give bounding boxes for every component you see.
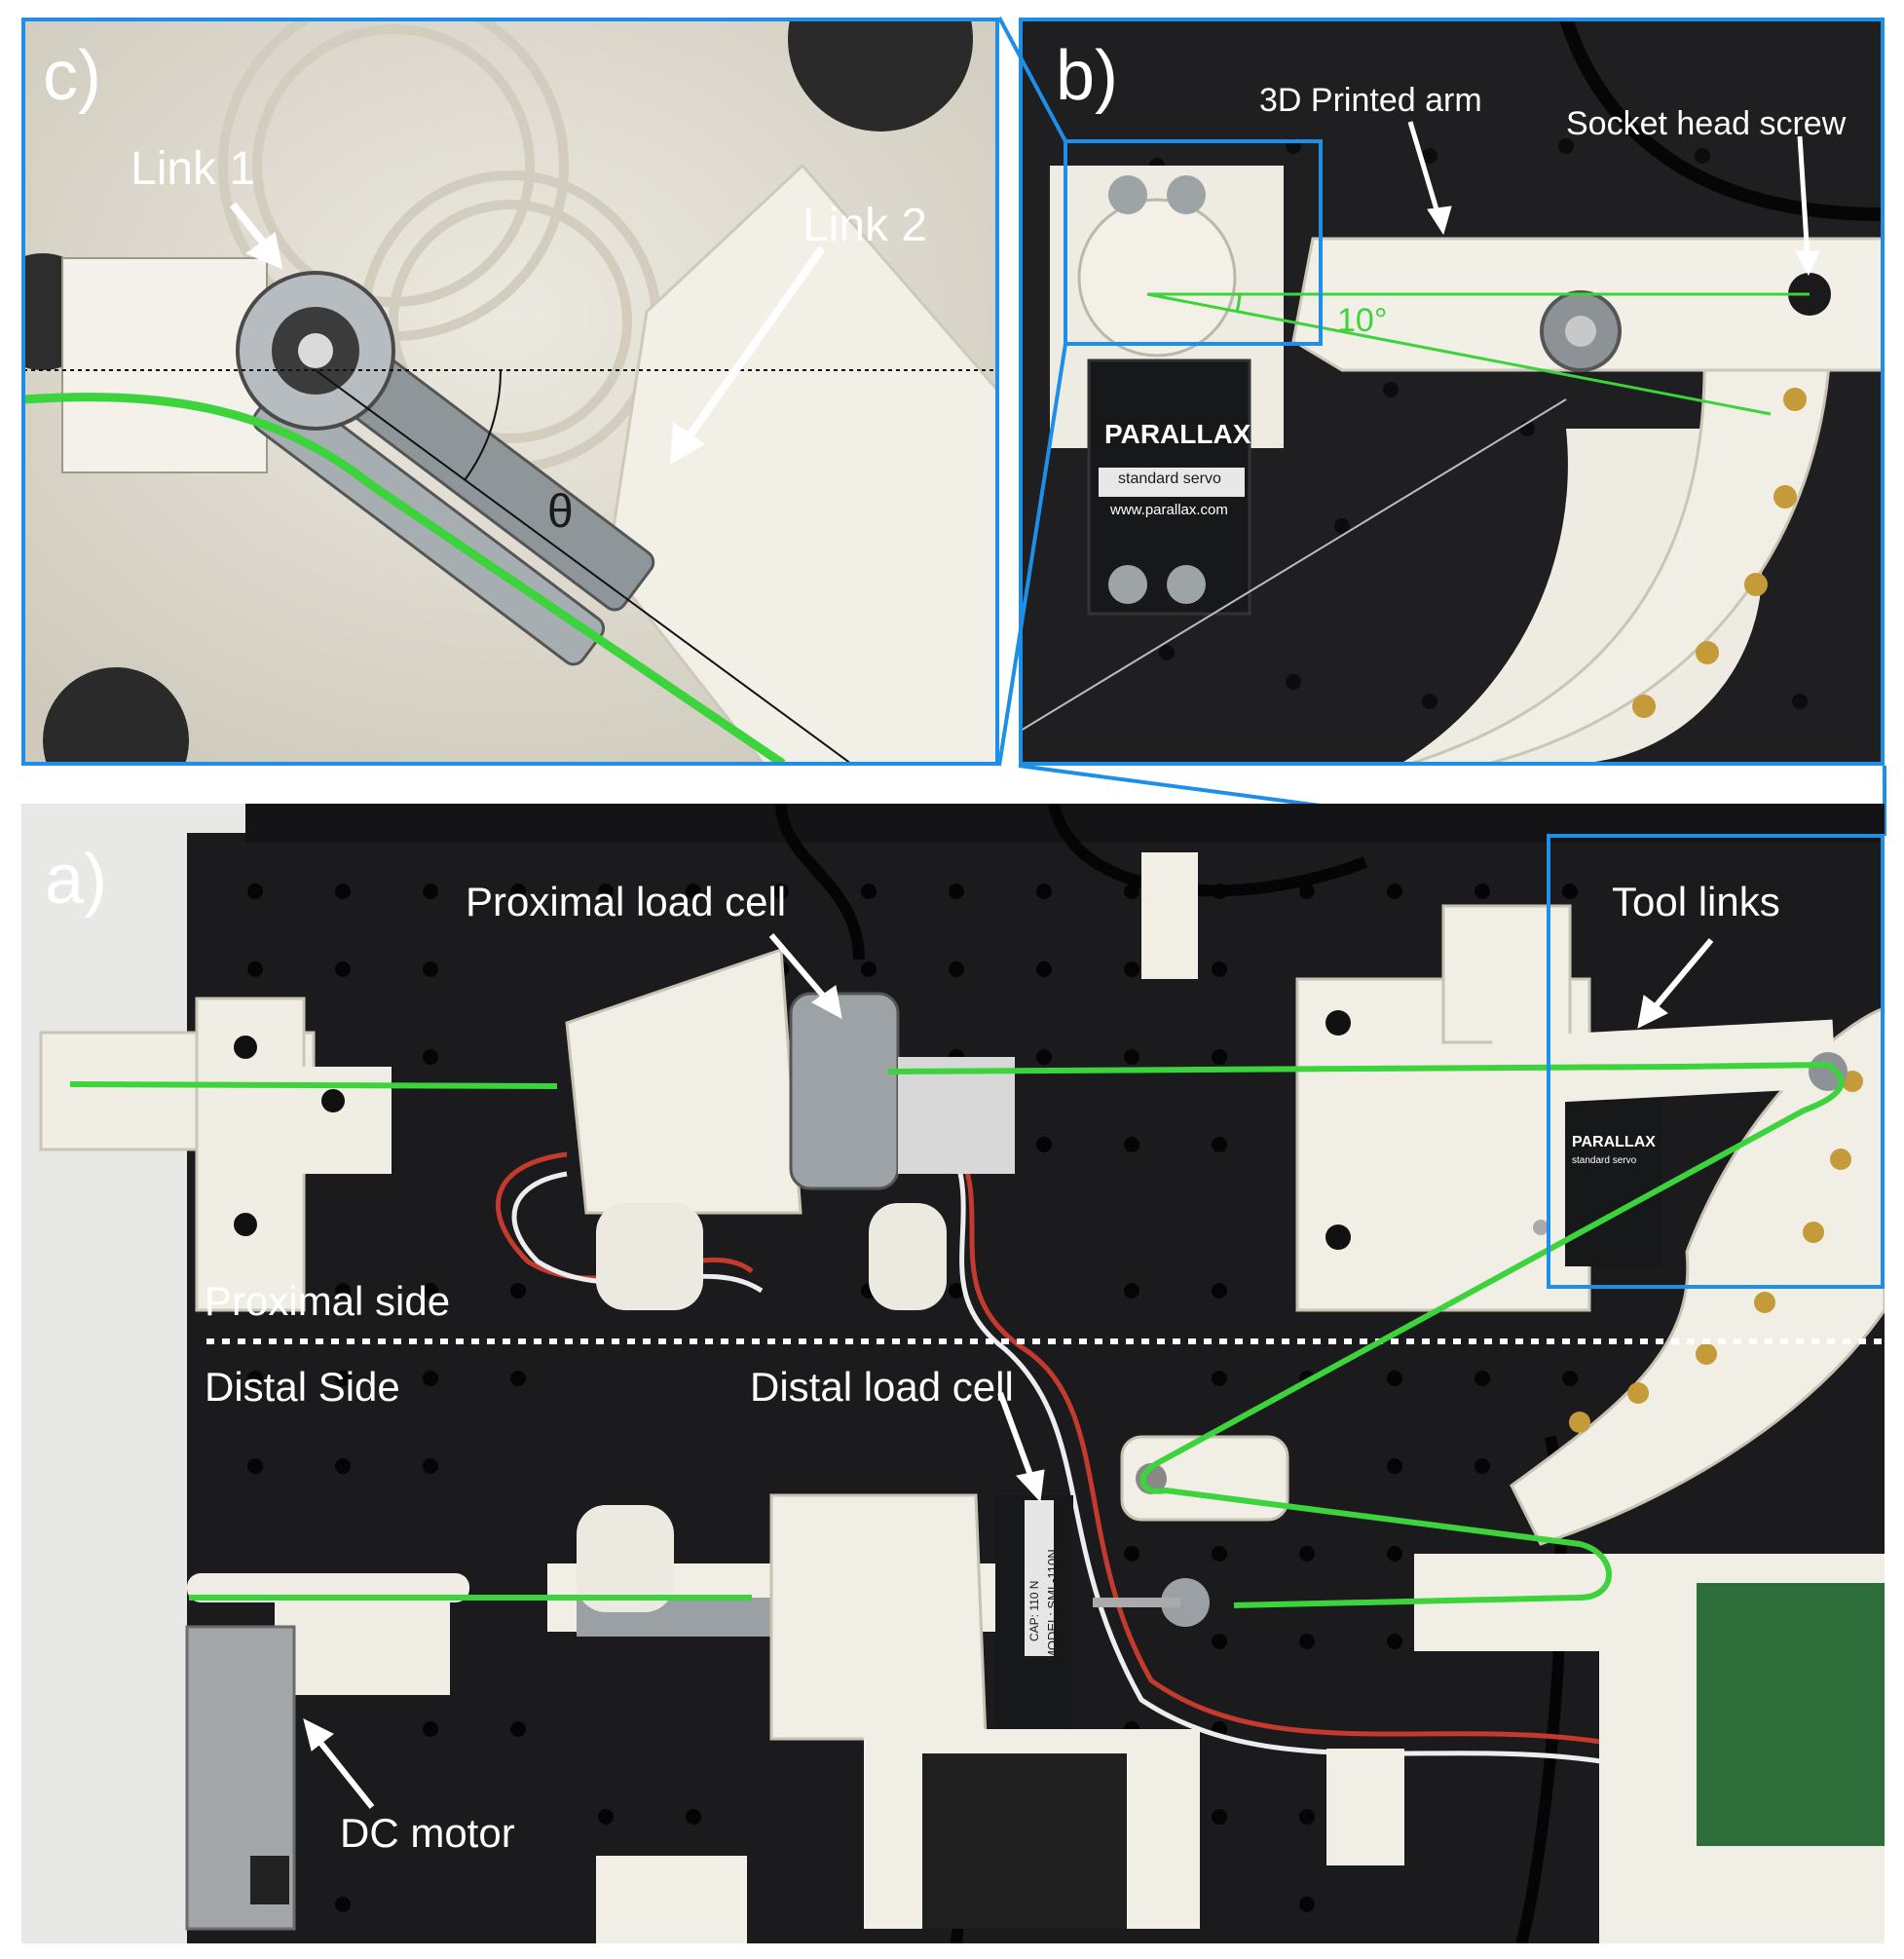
servo-sub-b: standard servo [1118, 471, 1221, 487]
arm-label: 3D Printed arm [1259, 82, 1482, 119]
link2-label: Link 2 [803, 200, 928, 251]
distal-load-cell-label: Distal load cell [750, 1364, 1014, 1410]
angle-label: 10° [1337, 302, 1388, 339]
panel-b-tag: b) [1056, 37, 1119, 115]
panel-c-photo [23, 19, 997, 764]
panel-c: c) Link 1 Link 2 θ [23, 19, 997, 764]
tool-links-label: Tool links [1612, 879, 1780, 924]
panel-a: a) Proximal load cell Tool links Proxima… [21, 804, 1885, 1943]
servo-sub-a: standard servo [1572, 1155, 1637, 1166]
screw-label: Socket head screw [1566, 105, 1847, 142]
panel-a-photo [21, 804, 1885, 1943]
servo-brand-b: PARALLAX [1104, 419, 1251, 449]
theta-label: θ [547, 486, 574, 538]
proximal-load-cell-label: Proximal load cell [466, 879, 787, 924]
panel-b-photo [1021, 19, 1883, 764]
proximal-side-label: Proximal side [205, 1278, 451, 1324]
distal-cell-cap: CAP: 110 N [1027, 1580, 1041, 1641]
link1-label: Link 1 [131, 143, 256, 195]
distal-side-label: Distal Side [205, 1364, 400, 1410]
dc-motor-label: DC motor [340, 1810, 515, 1856]
servo-url-b: www.parallax.com [1110, 502, 1228, 518]
panel-c-tag: c) [43, 37, 101, 115]
panel-b: b) 3D Printed arm Socket head screw 10° … [1021, 19, 1883, 764]
distal-cell-model: MODEL: SML-110N [1045, 1549, 1060, 1661]
servo-brand-a: PARALLAX [1572, 1134, 1656, 1150]
panel-a-tag: a) [45, 841, 108, 919]
